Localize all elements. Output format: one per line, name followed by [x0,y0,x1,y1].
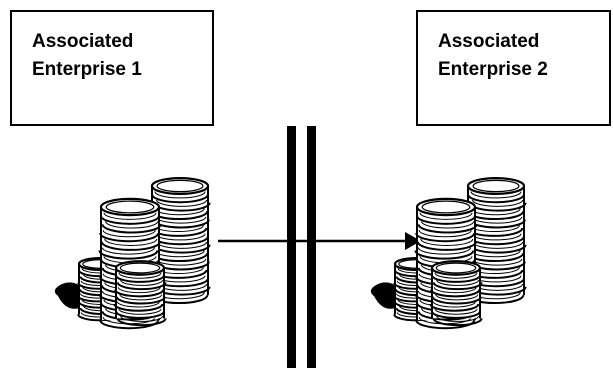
associated-enterprise-2-box: Associated Enterprise 2 [416,10,611,126]
associated-enterprise-1-box: Associated Enterprise 1 [10,10,214,126]
transfer-arrow [218,232,421,250]
enterprise-2-label-line2: Enterprise 2 [438,59,548,80]
coin-stack-icon [370,177,527,330]
enterprise-1-label-line1: Associated [32,31,134,52]
enterprise-1-label-line2: Enterprise 1 [32,59,142,80]
coin-stack-icon [54,177,211,330]
enterprise-2-label-line1: Associated [438,31,540,52]
border-barrier [287,126,316,368]
